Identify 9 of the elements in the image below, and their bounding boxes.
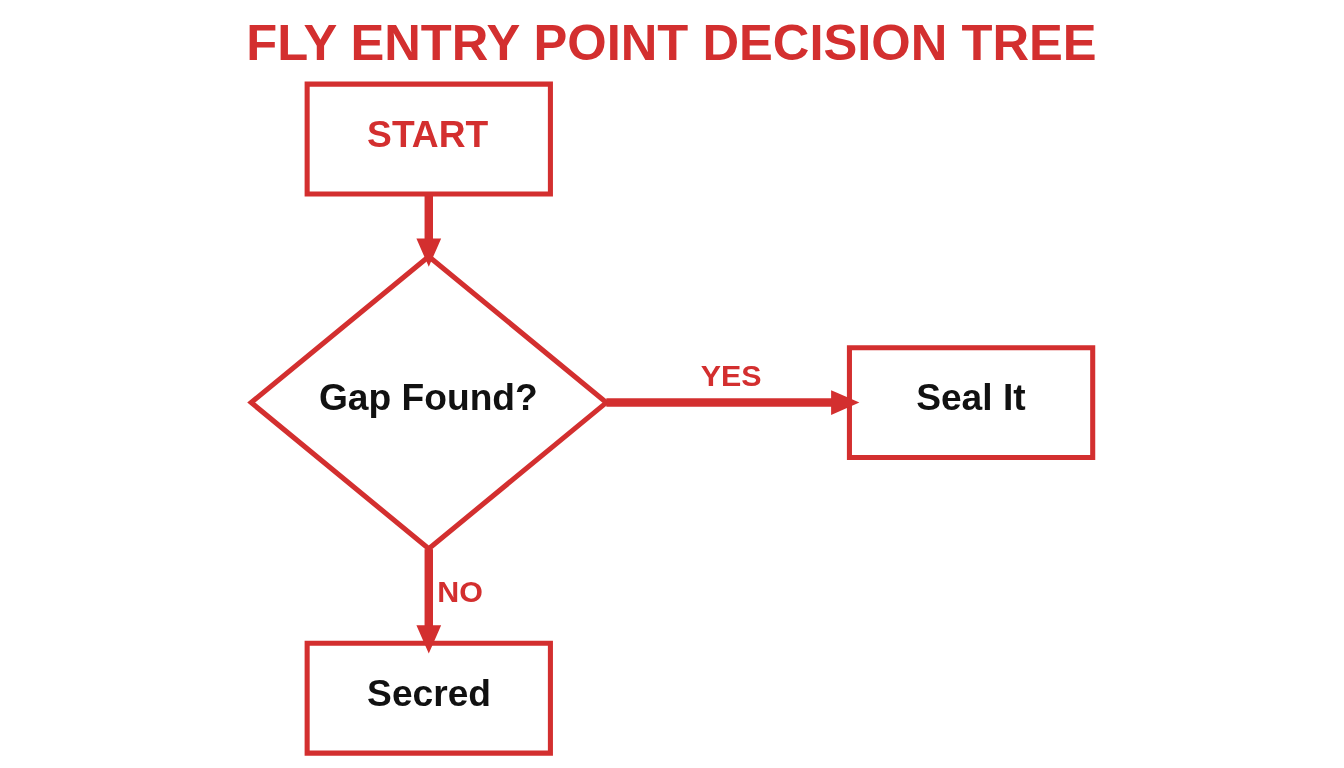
node-box: START [304,81,553,197]
arrow [416,549,442,654]
edge-label: NO [437,573,483,608]
diagram-title: FLY ENTRY POINT DECISION TREE [246,14,1097,72]
edge-label: YES [700,358,762,393]
arrow [416,194,442,267]
node-box: Secred [304,640,553,756]
node-box: Seal It [846,345,1096,461]
arrow [606,390,860,415]
